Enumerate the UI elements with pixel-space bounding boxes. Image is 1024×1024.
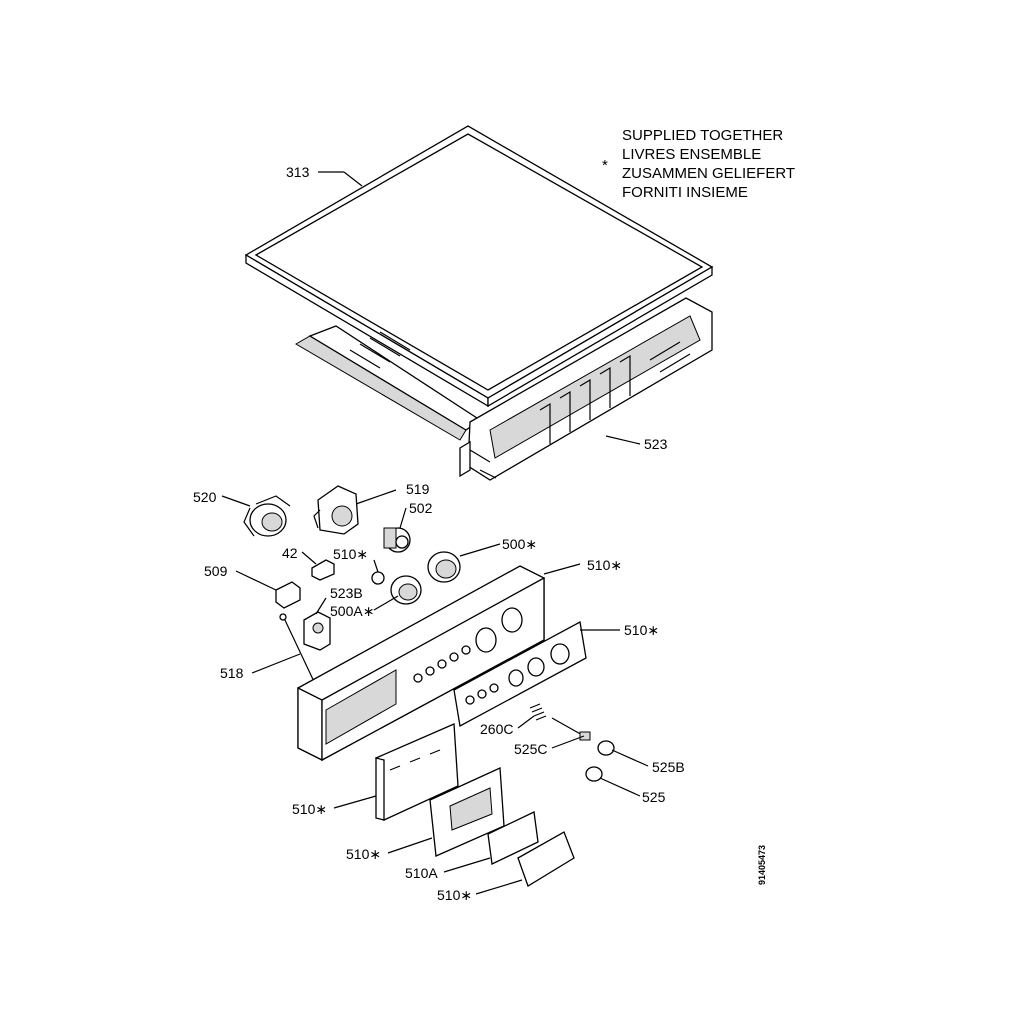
- push-rod-518: [279, 613, 319, 691]
- control-panel-drawing: [297, 565, 545, 762]
- legend: * SUPPLIED TOGETHER LIVRES ENSEMBLE ZUSA…: [602, 127, 795, 201]
- knob-insert-502: [383, 527, 411, 553]
- label-510-lid: 510∗: [346, 846, 381, 862]
- label-525c: 525C: [514, 741, 547, 757]
- legend-line-2: LIVRES ENSEMBLE: [622, 146, 761, 163]
- label-525b: 525B: [652, 759, 685, 775]
- facia-plate-drawing: [453, 620, 587, 728]
- label-510-panel: 510∗: [587, 557, 622, 573]
- clip-42: [311, 559, 335, 581]
- label-500: 500∗: [502, 536, 537, 552]
- label-502: 502: [409, 500, 433, 516]
- legend-asterisk: *: [602, 157, 608, 174]
- switch-body-519: [313, 485, 359, 535]
- label-510-drawer: 510∗: [292, 801, 327, 817]
- shaft-525c: [551, 717, 591, 741]
- cap-510a-drawing: [487, 811, 539, 865]
- label-523: 523: [644, 436, 668, 452]
- label-510a: 510A: [405, 865, 438, 881]
- label-518: 518: [220, 665, 244, 681]
- legend-line-4: FORNITI INSIEME: [622, 184, 748, 201]
- knob-500: [427, 551, 461, 583]
- button-525: [585, 766, 603, 782]
- knob-500a: [390, 575, 422, 605]
- dispenser-drawer-drawing: [375, 723, 459, 821]
- selector-switch-520: [243, 495, 291, 537]
- worktop-lid-drawing: [244, 125, 714, 408]
- label-42: 42: [282, 545, 298, 561]
- label-510-knob: 510∗: [333, 546, 368, 562]
- legend-line-1: SUPPLIED TOGETHER: [622, 127, 783, 144]
- spring-260c: [529, 703, 547, 721]
- label-313: 313: [286, 164, 310, 180]
- drawing-code: 91405473: [757, 845, 767, 885]
- panel-buttons: [413, 645, 471, 683]
- label-260c: 260C: [480, 721, 513, 737]
- label-500a: 500A∗: [330, 603, 374, 619]
- label-509: 509: [204, 563, 228, 579]
- spacer-510: [371, 571, 385, 585]
- label-519: 519: [406, 481, 430, 497]
- handle-drawing: [517, 831, 575, 887]
- label-520: 520: [193, 489, 217, 505]
- button-525b: [597, 740, 615, 756]
- label-510-handle: 510∗: [437, 887, 472, 903]
- leader-lines: [221, 171, 649, 895]
- label-523b: 523B: [330, 585, 363, 601]
- label-510-plate: 510∗: [624, 622, 659, 638]
- top-frame-drawing: [295, 297, 713, 481]
- switch-523b: [303, 611, 331, 651]
- bracket-509: [275, 581, 301, 609]
- label-525: 525: [642, 789, 666, 805]
- legend-line-3: ZUSAMMEN GELIEFERT: [622, 165, 795, 182]
- part-labels: 313 523 520 519 502 42 510∗ 500∗ 510∗ 50…: [193, 164, 685, 903]
